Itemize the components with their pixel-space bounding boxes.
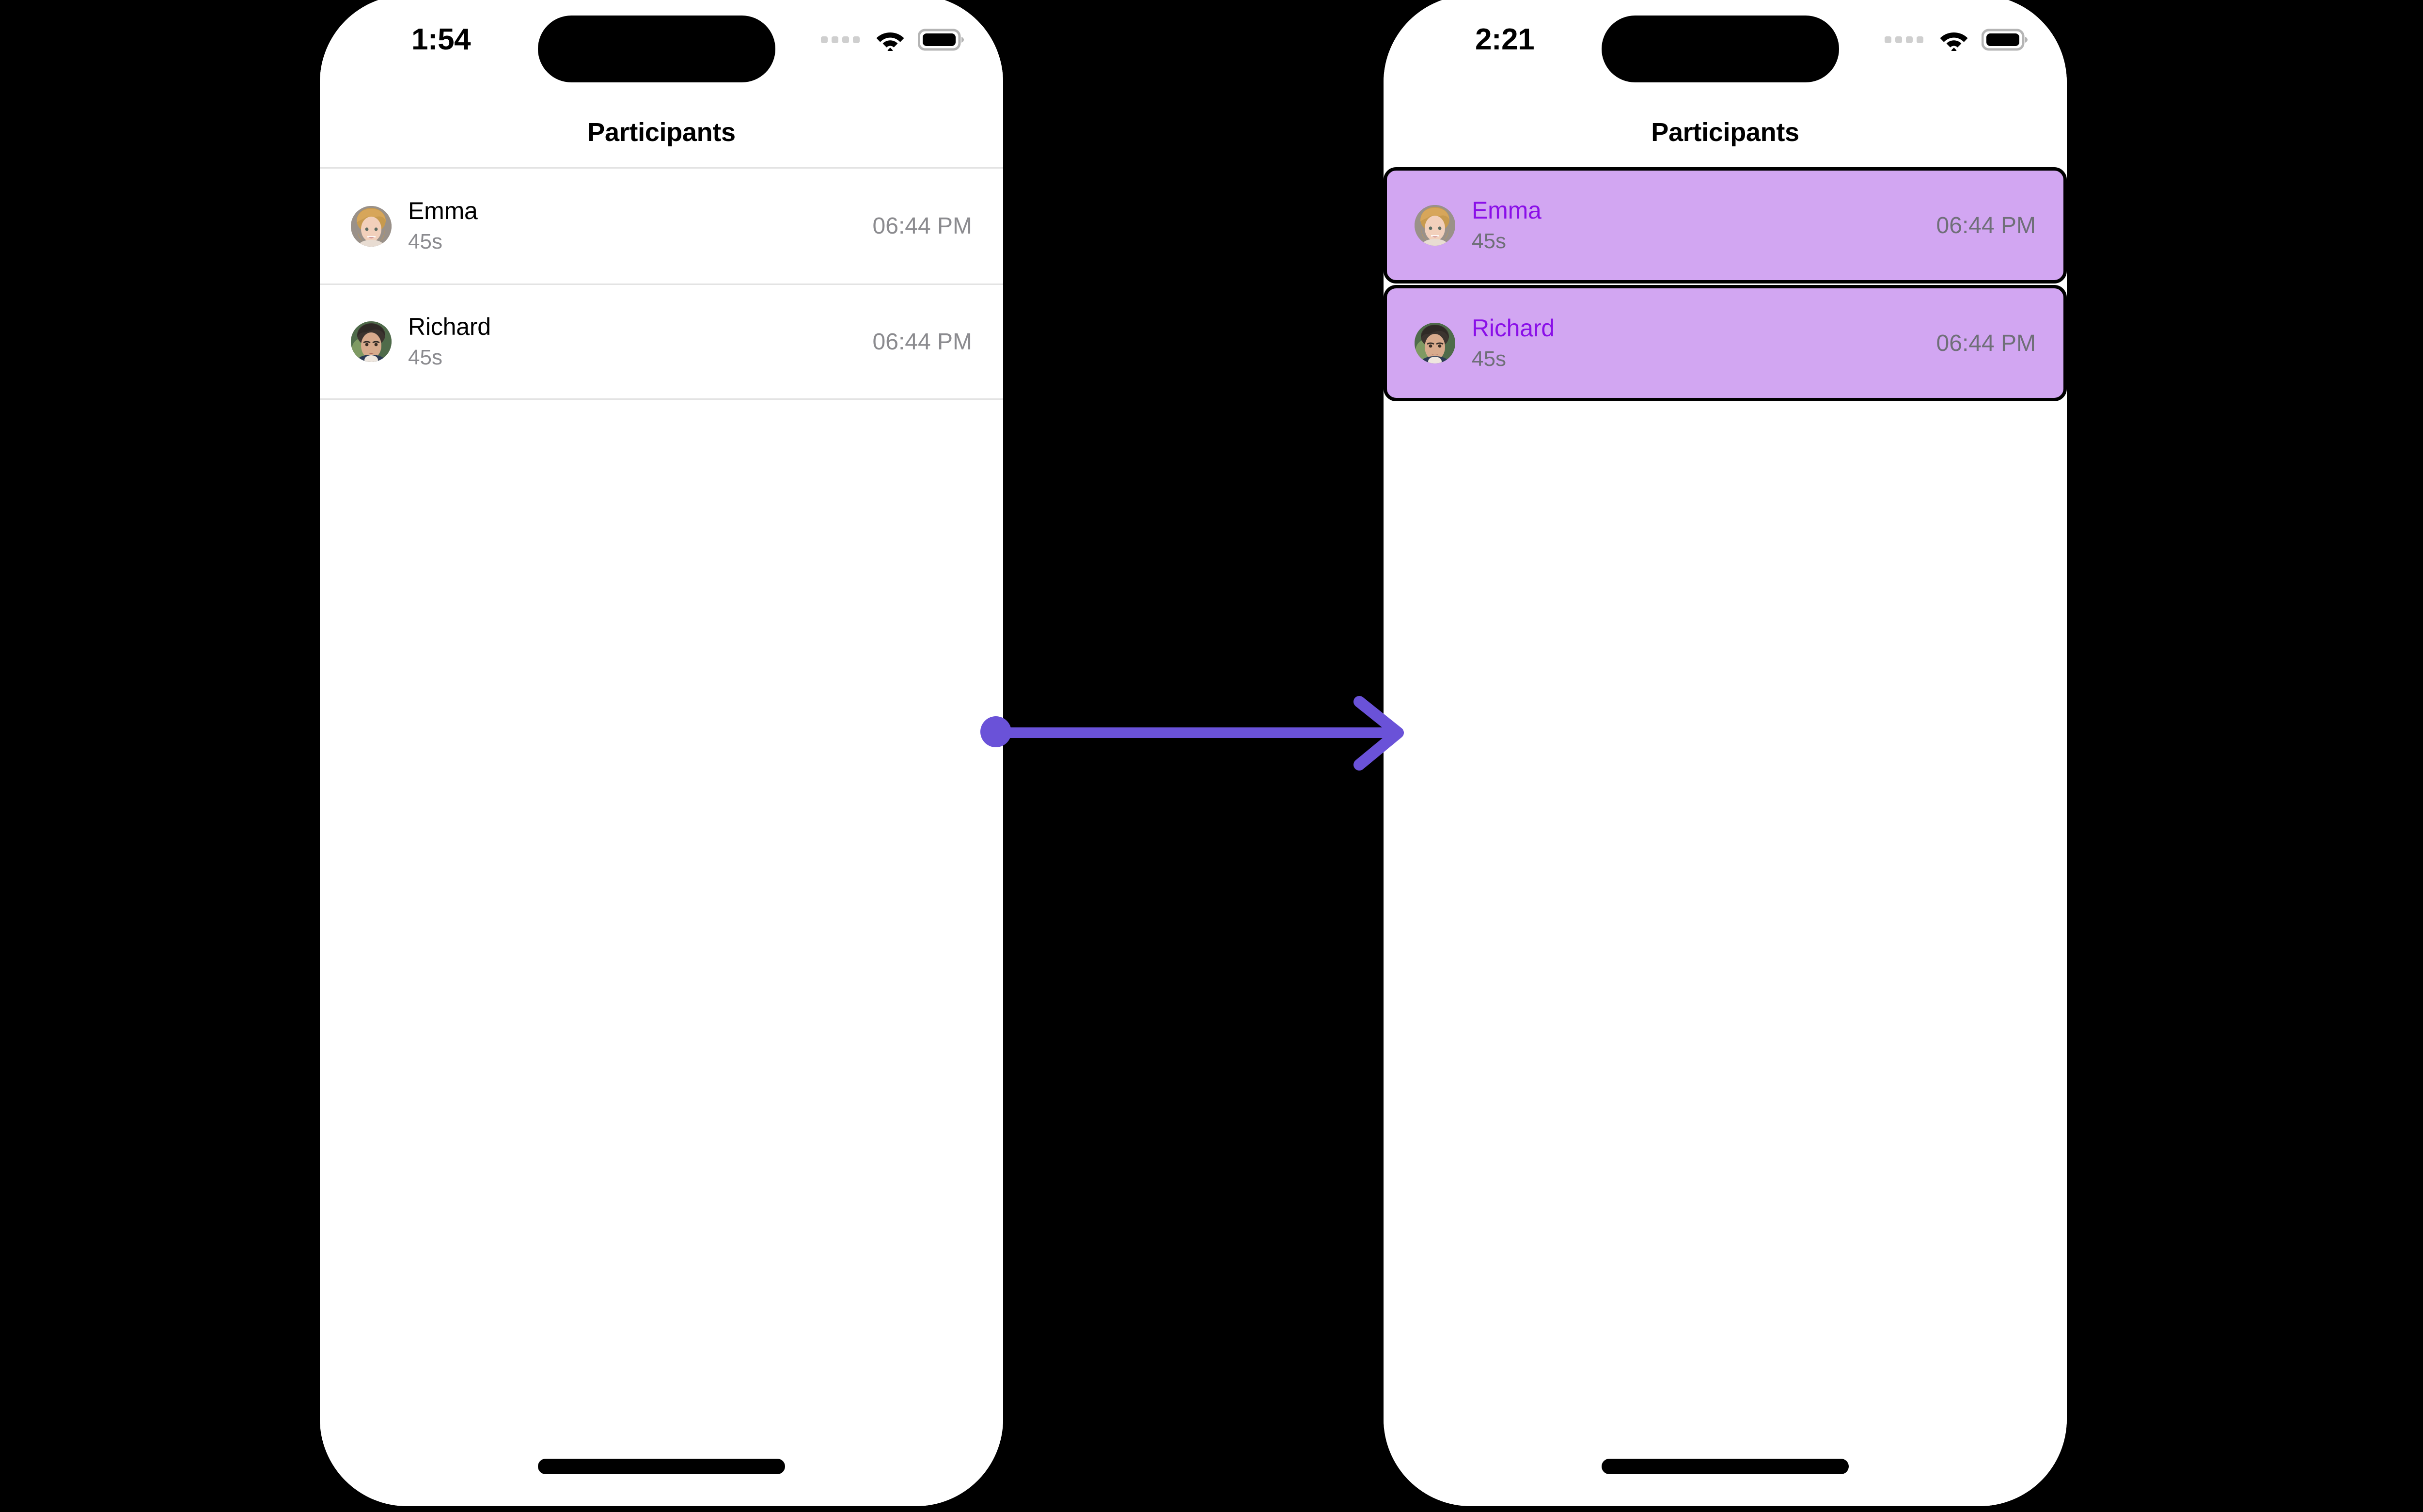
status-bar: 1:54	[320, 0, 1003, 82]
table-row[interactable]: Emma 45s 06:44 PM	[320, 167, 1003, 284]
wifi-icon	[875, 29, 905, 51]
screen-before: 1:54	[320, 0, 1003, 1506]
action-arrow-annotation	[969, 678, 1434, 785]
avatar	[1415, 205, 1455, 246]
participant-name: Richard	[408, 313, 491, 340]
row-text-block: Emma 45s	[408, 197, 873, 255]
participant-timestamp: 06:44 PM	[1936, 212, 2036, 238]
participant-name: Emma	[1472, 196, 1542, 224]
participant-duration: 45s	[408, 345, 442, 369]
table-row-container: Emma 45s 06:44 PM	[1384, 167, 2067, 285]
status-bar-time: 1:54	[411, 23, 471, 56]
status-bar-indicators	[1885, 28, 2028, 51]
battery-full-icon	[918, 28, 964, 51]
row-text-block: Richard 45s	[1472, 315, 1936, 372]
participant-duration: 45s	[1472, 229, 1506, 253]
avatar	[351, 321, 392, 362]
table-row[interactable]: Richard 45s 06:44 PM	[320, 284, 1003, 400]
cellular-dots-icon	[1885, 36, 1923, 43]
participant-timestamp: 06:44 PM	[872, 213, 972, 239]
participant-name: Emma	[408, 197, 478, 225]
table-row-container: Richard 45s 06:44 PM	[1384, 285, 2067, 403]
participants-list: Emma 45s 06:44 PM	[320, 167, 1003, 400]
participant-name: Richard	[1472, 314, 1555, 342]
home-indicator[interactable]	[1602, 1459, 1849, 1474]
participant-duration: 45s	[1472, 346, 1506, 371]
screen-after: 2:21	[1384, 0, 2067, 1506]
page-title: Participants	[587, 118, 736, 147]
phone-frame-after: 2:21	[1384, 0, 2067, 1506]
avatar	[351, 205, 392, 247]
row-text-block: Richard 45s	[408, 313, 873, 371]
avatar	[1415, 323, 1455, 363]
cellular-dots-icon	[821, 36, 860, 43]
battery-full-icon	[1982, 28, 2028, 51]
dynamic-island	[538, 16, 775, 82]
phone-frame-before: 1:54	[320, 0, 1003, 1506]
status-bar-indicators	[821, 28, 964, 51]
participant-duration: 45s	[408, 230, 442, 254]
table-row-selected[interactable]: Richard 45s 06:44 PM	[1384, 285, 2067, 401]
status-bar: 2:21	[1384, 0, 2067, 82]
participant-timestamp: 06:44 PM	[872, 329, 972, 355]
home-indicator[interactable]	[538, 1459, 785, 1474]
row-text-block: Emma 45s	[1472, 197, 1936, 254]
participants-list: Emma 45s 06:44 PM	[1384, 167, 2067, 403]
participant-timestamp: 06:44 PM	[1936, 330, 2036, 356]
wifi-icon	[1939, 29, 1969, 51]
status-bar-time: 2:21	[1475, 23, 1535, 56]
table-row-selected[interactable]: Emma 45s 06:44 PM	[1384, 167, 2067, 284]
page-title: Participants	[1651, 118, 1799, 147]
dynamic-island	[1602, 16, 1839, 82]
